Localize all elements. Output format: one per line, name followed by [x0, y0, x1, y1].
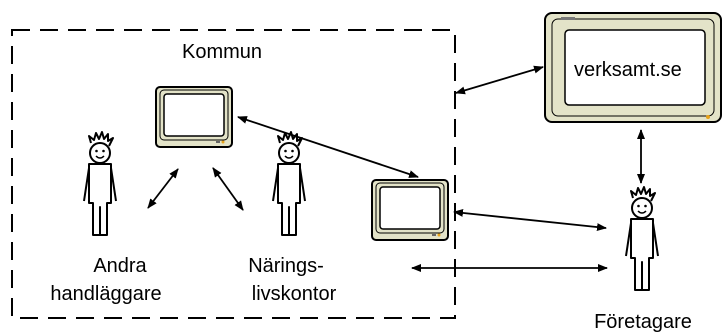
- foretagare-label: Företagare: [594, 311, 692, 332]
- kommun-boundary: [11, 29, 456, 319]
- andra-label: Andra: [93, 255, 147, 277]
- naringslivskontor-monitor: [371, 179, 449, 241]
- verksamt-label: verksamt.se: [574, 59, 682, 81]
- person-foretagare-icon: [625, 186, 659, 291]
- arrow-monitor-monitor: [237, 116, 419, 178]
- kommun-monitor: [155, 86, 233, 148]
- narings-label: Närings-: [248, 255, 324, 277]
- person-handlaggare-icon: [83, 131, 117, 236]
- arrow-monitor-foretagare: [453, 208, 607, 232]
- kommun-label: Kommun: [182, 41, 262, 63]
- verksamt-monitor: verksamt.se: [544, 12, 722, 123]
- arrow-monitor-naringsliv: [212, 167, 244, 211]
- arrow-kommun-verksamt: [455, 65, 544, 95]
- handlaggare-label: handläggare: [50, 283, 161, 305]
- arrows: [147, 65, 645, 272]
- livskontor-label: livskontor: [252, 283, 337, 305]
- person-naringsliv-icon: [272, 131, 306, 236]
- arrow-handlaggare-monitor: [147, 168, 179, 209]
